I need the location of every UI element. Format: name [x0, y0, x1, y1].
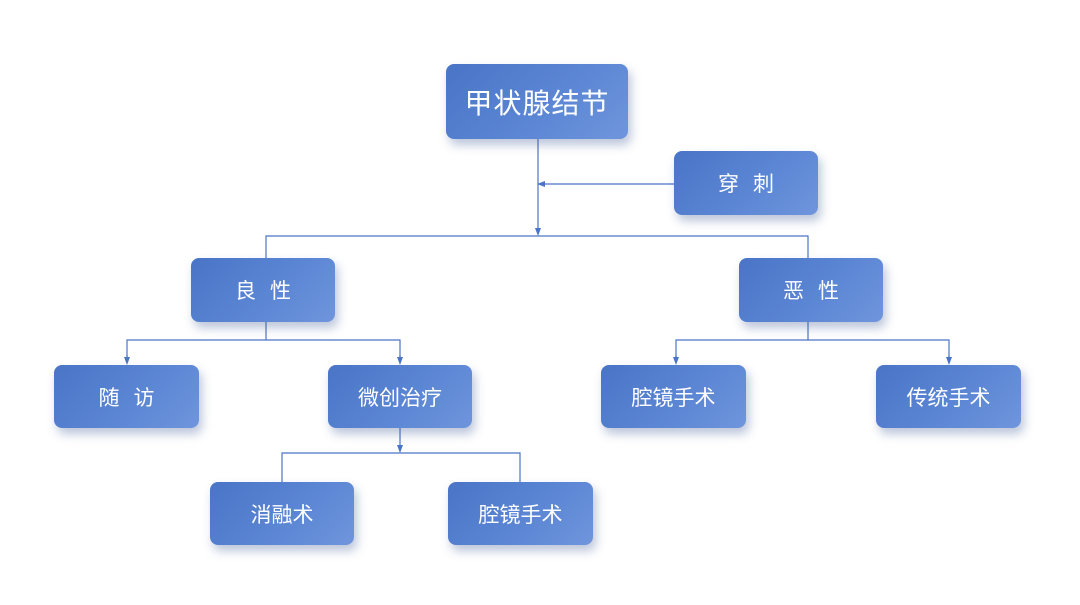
node-ablation-label: 消融术: [250, 502, 314, 527]
connector-branch-benign-malignant: [265, 235, 809, 258]
node-puncture-label: 穿刺: [718, 172, 788, 196]
node-puncture: 穿刺: [674, 151, 818, 215]
node-thyroid-nodule-label: 甲状腺结节: [464, 86, 610, 120]
node-thyroid-nodule: 甲状腺结节: [446, 64, 628, 139]
node-traditional-surgery-label: 传统手术: [906, 385, 991, 410]
node-ablation: 消融术: [210, 482, 354, 545]
node-laparoscopic-surgery-benign: 腔镜手术: [448, 482, 593, 545]
node-minimally-invasive-label: 微创治疗: [358, 385, 442, 410]
node-benign-label: 良性: [235, 279, 305, 303]
node-follow-up-label: 随访: [98, 385, 169, 410]
node-follow-up: 随访: [54, 365, 199, 428]
node-laparoscopic-surgery-malignant-label: 腔镜手术: [631, 385, 716, 410]
node-laparoscopic-surgery-benign-label: 腔镜手术: [478, 502, 563, 527]
node-minimally-invasive: 微创治疗: [328, 365, 472, 428]
node-laparoscopic-surgery-malignant: 腔镜手术: [601, 365, 746, 428]
connector-micro-children: [281, 452, 521, 482]
node-malignant: 恶性: [739, 258, 883, 322]
node-traditional-surgery: 传统手术: [876, 365, 1021, 428]
node-benign: 良性: [191, 258, 335, 322]
connector-malignant-children: [675, 339, 950, 360]
node-malignant-label: 恶性: [783, 279, 853, 303]
connector-benign-children: [126, 339, 401, 360]
